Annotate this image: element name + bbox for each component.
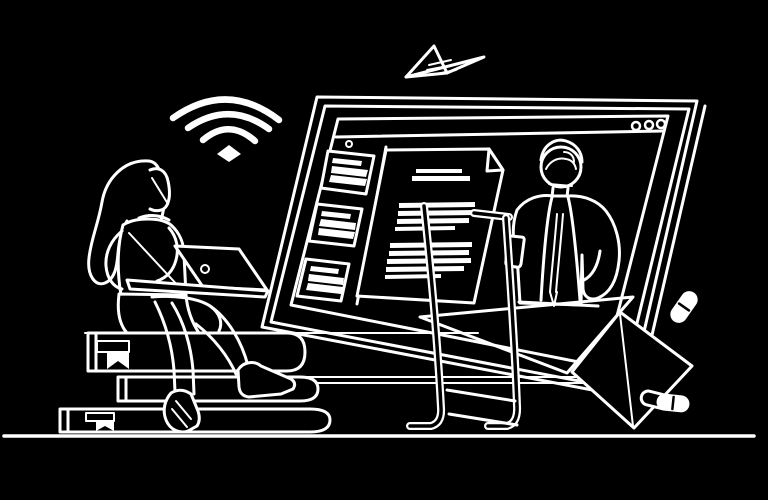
pill-capsules — [639, 291, 698, 413]
easel-crossbar-1 — [445, 388, 517, 403]
bookmark-ribbon-2 — [85, 412, 115, 431]
sidebar-bullet-icon — [345, 140, 353, 148]
titlebar-divider — [334, 129, 665, 139]
document-folded-corner — [485, 147, 505, 173]
laptop — [125, 244, 270, 299]
window-dot-2 — [643, 119, 655, 131]
sheet-crease — [619, 313, 634, 427]
woman-figure — [87, 159, 297, 434]
shoe-hanging — [162, 388, 201, 434]
coat-lapel-right — [566, 195, 582, 302]
thumbnail-card-2 — [307, 202, 364, 248]
stethoscope — [549, 213, 564, 307]
woman-left-arm — [104, 229, 124, 291]
capsule-3 — [656, 393, 690, 413]
wifi-arc-outer — [169, 96, 283, 124]
window-dot-3 — [655, 118, 667, 130]
woman-shoulders — [137, 214, 171, 222]
presenter-fringe — [545, 157, 577, 170]
laptop-base — [125, 278, 270, 299]
document-title-bars — [412, 169, 470, 181]
paper-sheet — [418, 295, 694, 430]
presenter-jaw — [548, 183, 573, 187]
plane-motion-lines — [426, 59, 457, 76]
presenter-hair-curl — [563, 151, 575, 163]
book-top — [86, 331, 307, 373]
shoe-resting — [236, 361, 297, 399]
shoe-laces — [171, 400, 192, 428]
wifi-icon — [169, 96, 283, 162]
paper-plane-icon — [404, 44, 486, 79]
wifi-arc-middle — [184, 111, 273, 133]
laptop-logo-icon — [200, 264, 210, 274]
easel-crossbar-2 — [447, 412, 519, 427]
capsule-1 — [670, 291, 698, 323]
presenter-figure — [504, 138, 621, 308]
torso-sash — [128, 232, 182, 290]
easel-stand — [406, 202, 522, 430]
presenter-hair — [539, 138, 584, 164]
window-controls — [630, 118, 667, 132]
presenter-coat — [511, 194, 621, 307]
sidebar-thumbnails — [295, 149, 376, 303]
thumbnail-card-3 — [295, 257, 351, 303]
bookmark-ribbon-1 — [96, 340, 130, 369]
shin-front — [170, 301, 196, 396]
wifi-dot — [217, 145, 241, 162]
plane-wing — [404, 55, 486, 79]
coat-lapel-left — [539, 195, 554, 302]
woman-right-arm — [155, 226, 179, 283]
presenter-sleeve — [582, 249, 602, 282]
sheet-diamond — [570, 310, 694, 430]
thumbnail-card-1 — [319, 149, 376, 196]
document-paragraph-1 — [395, 202, 476, 231]
woman-skirt — [116, 292, 201, 335]
hair-strand — [151, 177, 169, 205]
wifi-arc-inner — [199, 126, 259, 145]
window-dot-1 — [630, 120, 642, 132]
calf-back — [194, 322, 238, 376]
shin-back — [153, 300, 177, 394]
calf-front — [208, 304, 250, 368]
presenter-head — [539, 145, 583, 189]
